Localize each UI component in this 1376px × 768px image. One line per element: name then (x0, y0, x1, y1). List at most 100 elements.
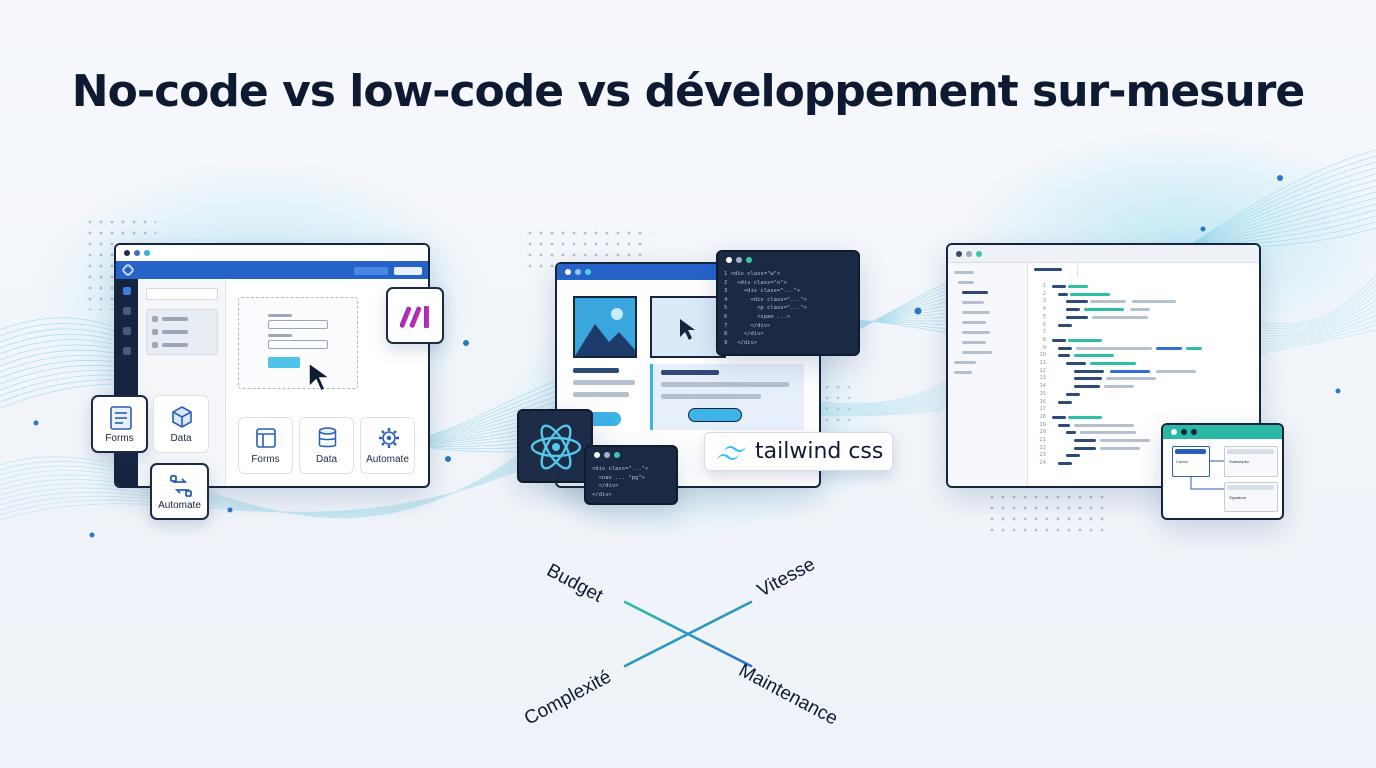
line-number: 18 (1039, 413, 1046, 420)
code-token (1068, 285, 1088, 288)
code-line: 7 </div> (724, 322, 771, 329)
line-number: 5 (1042, 313, 1046, 320)
code-line: 2 <div class="n"> (724, 279, 787, 286)
cursor-icon (680, 319, 695, 340)
code-token (1066, 431, 1076, 435)
line-number: 8 (1042, 336, 1046, 343)
file-tree-item[interactable] (962, 311, 990, 314)
file-tree-item[interactable] (962, 331, 990, 334)
code-token (1066, 362, 1086, 365)
code-token (1066, 392, 1080, 396)
nocode-builder-window: Forms Data Automate (114, 243, 430, 488)
tailwind-logo-icon (717, 446, 746, 460)
code-token (1074, 369, 1104, 373)
file-tree-item[interactable] (958, 281, 974, 284)
code-token (1066, 315, 1088, 319)
file-tree-item[interactable] (954, 371, 972, 374)
floating-card-data[interactable]: Data (153, 395, 209, 453)
card-label: Forms (105, 433, 134, 444)
code-token (1074, 439, 1096, 442)
line-number: 4 (1042, 306, 1046, 313)
line-number: 14 (1039, 383, 1046, 390)
flow-node[interactable]: Signature (1224, 482, 1278, 512)
line-number: 16 (1039, 398, 1046, 405)
gear-icon (379, 428, 399, 448)
card-label: Automate (366, 454, 409, 465)
sidebar-item[interactable] (123, 327, 131, 335)
code-token (1090, 300, 1126, 304)
code-token (1090, 362, 1136, 365)
panel-search-input[interactable] (146, 288, 218, 300)
tailwind-badge: tailwind css (704, 432, 893, 471)
image-icon (575, 308, 635, 356)
line-number: 1 (1042, 283, 1046, 289)
tailwind-label: tailwind css (755, 439, 884, 464)
code-token (1058, 292, 1068, 296)
flow-node[interactable]: Comm (1172, 446, 1210, 477)
code-token (1058, 354, 1070, 358)
component-card-forms[interactable]: Forms (238, 417, 293, 474)
flow-node[interactable]: Subscriptio (1224, 446, 1278, 477)
code-token (1052, 338, 1066, 342)
make-logo-icon (400, 306, 429, 328)
toolbar-button[interactable] (394, 267, 422, 275)
line-number: 17 (1039, 406, 1046, 413)
code-token (1186, 346, 1202, 350)
line-number: 2 (1042, 290, 1046, 297)
form-drop-zone[interactable] (238, 297, 358, 389)
floating-card-automate[interactable]: Automate (150, 463, 209, 520)
sidebar-item[interactable] (123, 287, 131, 295)
sidebar-item[interactable] (123, 347, 131, 355)
file-tree-item[interactable] (954, 361, 976, 364)
file-tree-item[interactable] (962, 291, 988, 294)
code-token (1092, 315, 1148, 319)
code-line: 3 <div class="..."> (724, 288, 801, 295)
image-placeholder[interactable] (573, 296, 637, 358)
code-token (1068, 338, 1102, 342)
make-logo-badge (386, 287, 444, 344)
cube-icon (172, 406, 192, 428)
file-tree-item[interactable] (962, 351, 992, 354)
code-token (1156, 346, 1182, 350)
form-submit-button[interactable] (268, 357, 300, 368)
line-number: 9 (1042, 344, 1046, 351)
component-card-automate[interactable]: Automate (360, 417, 415, 474)
floating-card-forms[interactable]: Forms (91, 395, 148, 453)
file-tree-item[interactable] (962, 341, 986, 344)
code-token (1074, 446, 1096, 450)
code-token (1100, 439, 1150, 442)
component-card-data[interactable]: Data (299, 417, 354, 474)
toolbar-button[interactable] (354, 267, 388, 275)
card-label: Forms (251, 454, 280, 465)
line-number: 11 (1039, 360, 1046, 367)
radar-axes (623, 546, 753, 722)
sidebar-item[interactable] (123, 307, 131, 315)
file-tree-item[interactable] (962, 301, 984, 304)
form-input-preview[interactable] (268, 340, 328, 349)
file-tree-item[interactable] (962, 321, 986, 324)
code-line: <div class="..."> (592, 466, 649, 472)
code-token (1080, 431, 1136, 435)
line-number: 6 (1042, 321, 1046, 328)
code-lines: <div class="..."> <nav ... "pg"> </div><… (592, 465, 676, 499)
code-line: </div> (592, 483, 619, 490)
automate-icon (170, 475, 192, 497)
code-token (1074, 354, 1114, 358)
line-number: 10 (1039, 352, 1046, 359)
form-input-preview[interactable] (268, 320, 328, 329)
code-token (1074, 385, 1100, 389)
code-token (1104, 385, 1134, 389)
database-icon (318, 427, 337, 448)
code-token (1130, 308, 1150, 312)
code-line: 1 <div class="w"> (724, 271, 781, 277)
code-token (1052, 415, 1066, 419)
line-number: 20 (1039, 429, 1046, 436)
code-token (1066, 300, 1088, 304)
cta-button[interactable] (688, 408, 742, 422)
line-number: 23 (1039, 452, 1046, 459)
line-number: 12 (1039, 367, 1046, 374)
code-token (1132, 300, 1176, 304)
code-editor-window-top: 1 <div class="w"> 2 <div class="n"> 3 <div… (716, 250, 860, 356)
flow-diagram-window: Comm Subscriptio Signature (1161, 423, 1284, 520)
file-tree-item[interactable] (954, 271, 974, 274)
